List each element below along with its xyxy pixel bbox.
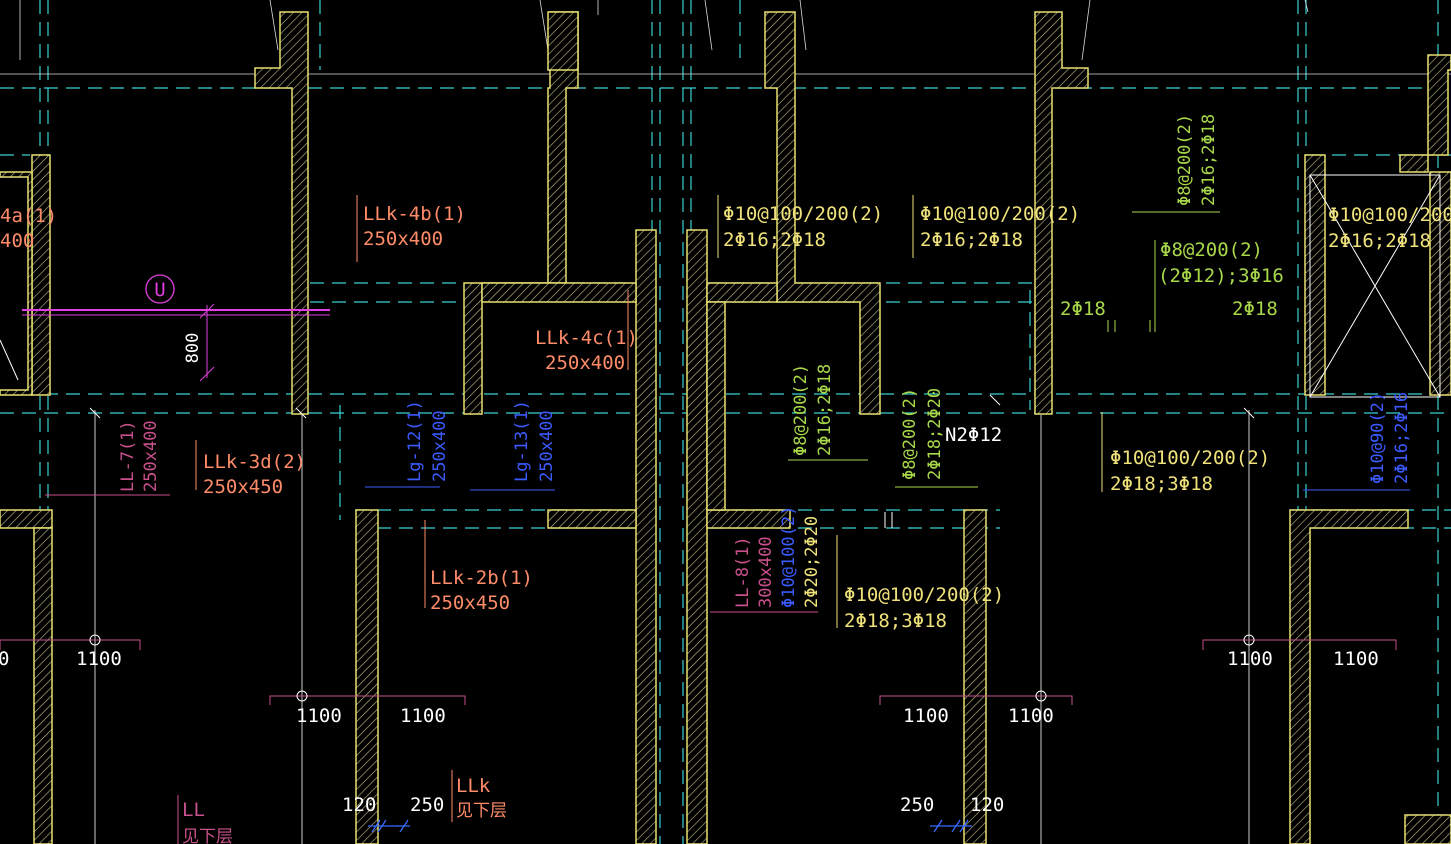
beam-label-llk4b: LLk-4b(1): [363, 203, 466, 225]
dim-1100-b: 1100: [296, 705, 342, 727]
rebar-label-d: Φ10@100/200(2): [1110, 447, 1270, 469]
dim-1100-a: 1100: [76, 648, 122, 670]
blue-label-v-bars: 2Φ16;2Φ16: [1392, 392, 1412, 484]
dim-1100-e: 1100: [1008, 705, 1054, 727]
rebar-label-e: Φ10@100/200(2): [844, 584, 1004, 606]
section-marker-label: U: [154, 279, 165, 301]
top-outline-lines: [0, 0, 1451, 75]
green-label-v1-bars: 2Φ16;2Φ18: [815, 364, 835, 456]
blue-label-v: Φ10@90(2): [1368, 392, 1388, 484]
dim-1100-d: 1100: [903, 705, 949, 727]
beam-label-4a: 4a(1): [0, 205, 57, 227]
dim-250-b: 250: [900, 794, 934, 816]
beam-label-llk4b-size: 250x400: [363, 228, 443, 250]
dim-1100-g: 1100: [1333, 648, 1379, 670]
dim-250-a: 250: [410, 794, 444, 816]
beam-label-llk2b-size: 250x450: [430, 592, 510, 614]
beam-label-llk4c: LLk-4c(1): [535, 327, 638, 349]
note-llk-text: 见下层: [456, 801, 507, 821]
green-label-h: Φ8@200(2): [1160, 239, 1263, 261]
dim-120-b: 120: [970, 794, 1004, 816]
rebar-label-a: Φ10@100/200(2): [723, 203, 883, 225]
axis-lines: [94, 410, 1250, 844]
green-label-v2: Φ8@200(2): [900, 388, 920, 480]
dimension-lines: [0, 639, 1397, 705]
beam-label-ll8: LL-8(1): [733, 536, 753, 608]
beam-label-lg12-size: 250x400: [430, 410, 450, 482]
small-marks: [89, 394, 1255, 528]
dim-1100-c: 1100: [400, 705, 446, 727]
beam-label-ll8-stirrup: Φ10@100(2): [779, 506, 799, 608]
dimension-ticks: [368, 819, 972, 833]
rebar-label-e-bars: 2Φ18;3Φ18: [844, 610, 947, 632]
beam-label-llk2b: LLk-2b(1): [430, 567, 533, 589]
beam-labels: 4a(1) 400 LLk-4b(1) 250x400 LLk-4c(1) 25…: [0, 114, 1451, 632]
note-llk-title: LLk: [456, 775, 491, 797]
beam-label-4a-size: 400: [0, 230, 34, 252]
dimension-text: 0 1100 1100 1100 1100 1100 1100 1100 120…: [0, 648, 1379, 816]
beam-label-lg13-size: 250x400: [537, 410, 557, 482]
green-label-2phi18-a: 2Φ18: [1060, 298, 1106, 320]
beam-label-llk3d: LLk-3d(2): [203, 451, 306, 473]
walls: [0, 11, 1451, 844]
beam-label-lg12: Lg-12(1): [405, 400, 425, 482]
rebar-label-c-bars: 2Φ16;2Φ18: [1328, 230, 1431, 252]
beam-label-ll8-rebar: 2Φ20;2Φ20: [802, 516, 822, 608]
section-marker: U 800: [22, 274, 330, 382]
section-depth-label: 800: [183, 333, 203, 364]
green-label-v3: Φ8@200(2): [1175, 114, 1195, 206]
green-label-v3-bars: 2Φ16;2Φ18: [1199, 114, 1219, 206]
beam-label-ll7: LL-7(1): [118, 420, 138, 492]
elevator-shaft: [1309, 174, 1441, 398]
section-circle: [145, 274, 175, 304]
n2phi12-label: N2Φ12: [945, 424, 1002, 446]
rebar-label-d-bars: 2Φ18;3Φ18: [1110, 473, 1213, 495]
beam-label-lg13: Lg-13(1): [512, 400, 532, 482]
rebar-label-a-bars: 2Φ16;2Φ18: [723, 229, 826, 251]
green-label-v1: Φ8@200(2): [791, 364, 811, 456]
rebar-label-c: Φ10@100/200(2): [1328, 204, 1451, 226]
leader-lines: [45, 195, 1410, 628]
elevator-shaft-left: [0, 339, 19, 381]
beam-label-ll8-size: 300x400: [756, 536, 776, 608]
green-label-h-bars: (2Φ12);3Φ16: [1158, 265, 1284, 287]
dim-1100-f: 1100: [1227, 648, 1273, 670]
beam-label-ll7-size: 250x400: [141, 420, 161, 492]
beam-label-llk3d-size: 250x450: [203, 476, 283, 498]
notes: LLk 见下层 LL 见下层: [177, 770, 507, 844]
note-ll-text: 见下层: [182, 827, 233, 844]
dimension-nodes: [89, 634, 1255, 702]
note-ll-title: LL: [182, 799, 205, 821]
dim-0: 0: [0, 648, 9, 670]
rebar-label-b: Φ10@100/200(2): [920, 203, 1080, 225]
dim-120-a: 120: [342, 794, 376, 816]
green-label-v2-bars: 2Φ18;2Φ20: [925, 388, 945, 480]
beam-label-llk4c-size: 250x400: [545, 352, 625, 374]
green-label-2phi18-b: 2Φ18: [1232, 298, 1278, 320]
rebar-label-b-bars: 2Φ16;2Φ18: [920, 229, 1023, 251]
